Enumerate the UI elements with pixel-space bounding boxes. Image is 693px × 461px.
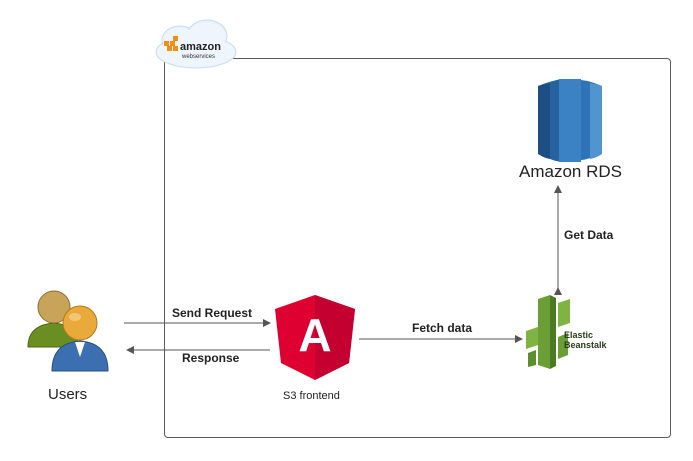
beanstalk-logo-line2: Beanstalk xyxy=(564,340,608,350)
aws-cubes-icon xyxy=(164,36,178,51)
users-icon xyxy=(27,290,109,372)
fetch-data-label: Fetch data xyxy=(412,321,473,335)
s3-frontend-label: S3 frontend xyxy=(283,390,340,402)
aws-logo-sub: webservices xyxy=(181,54,215,60)
aws-cloud-boundary xyxy=(164,58,671,438)
elastic-beanstalk-icon: Elastic Beanstalk xyxy=(526,295,608,369)
rds-database-icon xyxy=(538,79,602,162)
send-request-label: Send Request xyxy=(172,306,253,320)
response-label: Response xyxy=(182,351,240,365)
beanstalk-logo-line1: Elastic xyxy=(564,330,593,340)
angular-logo-letter: A xyxy=(298,309,331,361)
aws-logo-brand: amazon xyxy=(180,41,221,53)
rds-label: Amazon RDS xyxy=(519,162,622,181)
get-data-label: Get Data xyxy=(564,228,614,242)
users-label: Users xyxy=(48,386,88,403)
angular-icon: A xyxy=(275,295,355,380)
